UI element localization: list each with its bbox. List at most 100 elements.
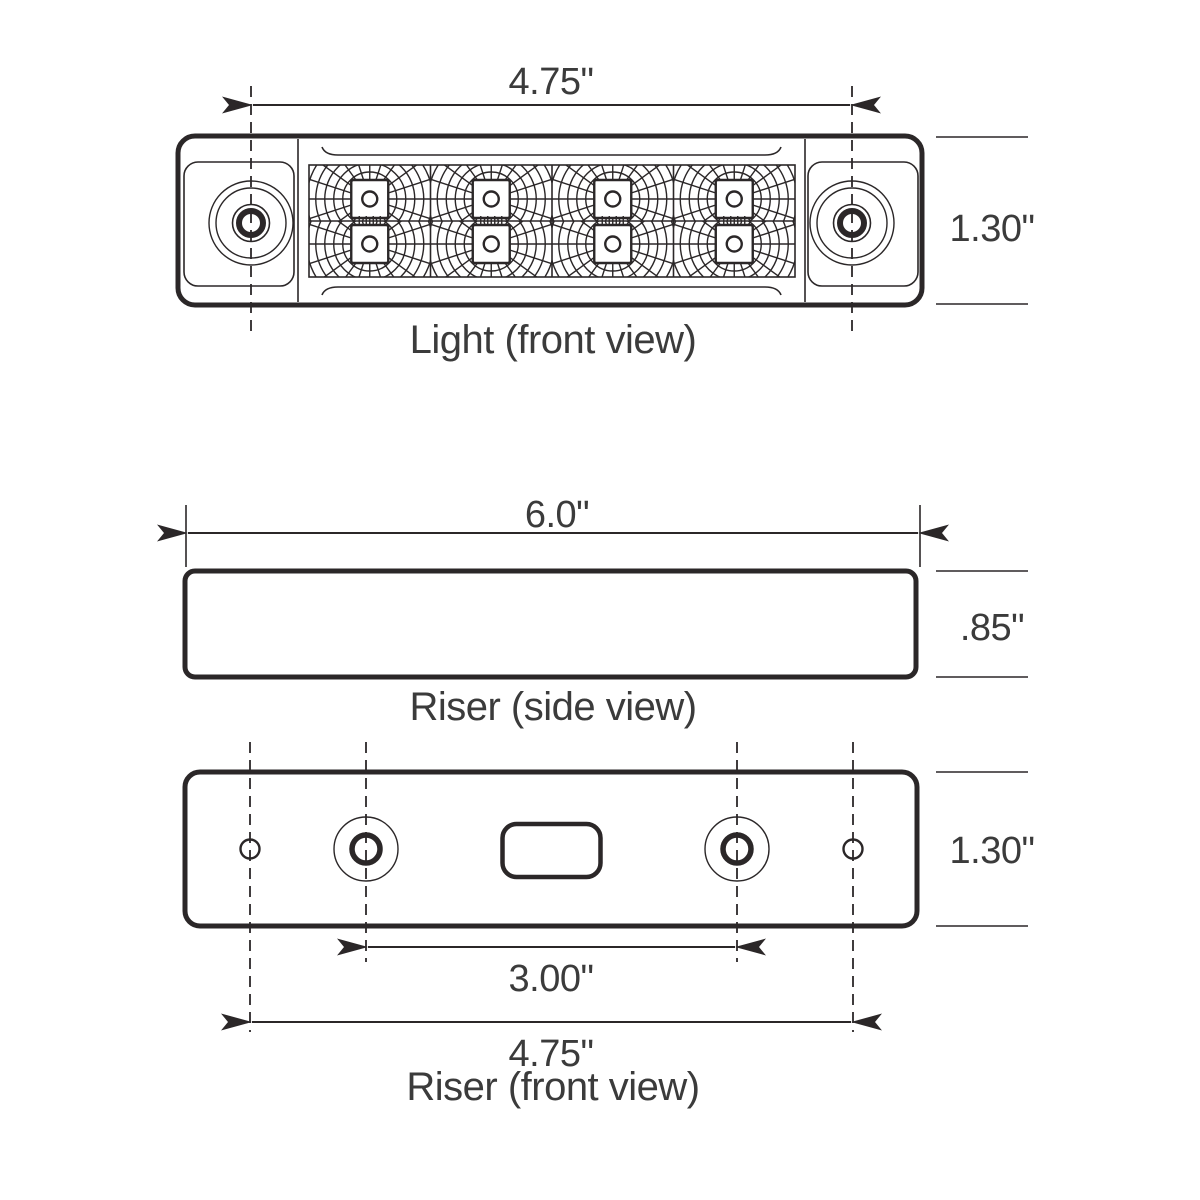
reflector-spoke	[430, 202, 480, 220]
led-chip	[471, 178, 511, 220]
right-screw-boss	[832, 203, 872, 243]
light-left-endcap	[183, 161, 295, 287]
reflector-spoke	[616, 256, 625, 277]
reflector-spoke	[494, 256, 503, 277]
led-emitter	[725, 235, 743, 253]
riser-front-caption: Riser (front view)	[406, 1065, 699, 1109]
left-bezel-outer-ring	[208, 180, 294, 266]
reflector-spoke	[673, 202, 723, 220]
reflector-spoke	[746, 202, 795, 220]
riser-small-hole-left	[239, 838, 261, 860]
reflector-spoke	[722, 256, 731, 277]
right-bezel-inner-ring	[816, 187, 888, 259]
reflector-spoke	[737, 165, 747, 187]
light-front-width-label: 4.75"	[509, 61, 594, 103]
led-cell-array	[309, 165, 795, 277]
riser-side-width-label: 6.0"	[525, 494, 589, 536]
riser-side-caption: Riser (side view)	[409, 685, 696, 729]
reflector-spoke	[552, 247, 601, 265]
reflector-spoke	[746, 223, 795, 241]
light-body-outline	[175, 133, 925, 308]
reflector-spoke	[746, 178, 795, 196]
reflector-spoke	[494, 221, 500, 232]
light-front-height-label: 1.30"	[950, 208, 1035, 250]
reflector-spoke	[503, 247, 552, 265]
reflector-spoke	[373, 256, 382, 277]
light-front-caption: Light (front view)	[410, 318, 697, 362]
reflector-spoke	[381, 247, 431, 265]
reflector-spoke	[552, 178, 601, 196]
reflector-spoke	[624, 178, 674, 196]
left-screw-hole	[236, 208, 266, 238]
right-screw-hole	[837, 208, 867, 238]
reflector-spoke	[624, 247, 674, 265]
led-lens-panel	[308, 164, 796, 278]
reflector-spoke	[479, 165, 488, 187]
led-emitter	[482, 235, 500, 253]
reflector-spoke	[722, 165, 731, 187]
reflector-spoke	[381, 223, 431, 241]
reflector-spoke	[624, 202, 674, 220]
riser-front-view: 1.30" 3.00" 4.75" Riser (front view)	[182, 742, 1035, 1109]
reflector-spoke	[673, 178, 723, 196]
led-emitter	[725, 190, 743, 208]
led-chip	[350, 223, 390, 265]
reflector-spoke	[479, 256, 488, 277]
reflector-spoke	[616, 221, 621, 232]
reflector-spoke	[737, 256, 746, 277]
led-emitter	[482, 190, 500, 208]
led-chip	[593, 223, 633, 265]
right-bezel-outer-ring	[809, 180, 895, 266]
reflector-spoke	[309, 202, 358, 220]
led-cell	[673, 165, 795, 221]
reflector-spoke	[604, 221, 610, 232]
reflector-spoke	[601, 256, 610, 277]
reflector-spoke	[430, 247, 480, 265]
riser-front-body	[182, 769, 920, 929]
reflector-spoke	[746, 247, 795, 265]
riser-front-inner-width-label: 3.00"	[509, 958, 594, 1000]
reflector-spoke	[552, 202, 601, 220]
reflector-spoke	[673, 247, 723, 265]
riser-large-hole-left	[333, 816, 399, 882]
led-chip	[714, 223, 754, 265]
reflector-spoke	[373, 221, 378, 232]
riser-side-body	[182, 568, 919, 680]
left-screw-boss	[231, 203, 271, 243]
left-bezel-inner-ring	[215, 187, 287, 259]
reflector-spoke	[381, 202, 431, 220]
reflector-spoke	[494, 165, 504, 187]
reflector-spoke	[737, 221, 743, 232]
light-right-endcap	[807, 161, 919, 287]
reflector-spoke	[357, 165, 367, 187]
reflector-spoke	[309, 247, 358, 265]
reflector-spoke	[373, 165, 382, 187]
reflector-spoke	[430, 223, 480, 241]
riser-wire-cutout	[500, 821, 603, 880]
riser-front-height-label: 1.30"	[950, 830, 1035, 872]
riser-front-outer-width-label: 4.75"	[509, 1033, 594, 1075]
reflector-spoke	[503, 223, 552, 241]
led-chip	[593, 178, 633, 220]
reflector-spoke	[381, 178, 431, 196]
riser-large-hole-right	[704, 816, 770, 882]
reflector-spoke	[309, 223, 358, 241]
led-emitter	[604, 190, 622, 208]
reflector-spoke	[483, 221, 488, 232]
lens-bottom-trim	[321, 286, 782, 296]
reflector-spoke	[430, 178, 480, 196]
reflector-spoke	[309, 178, 358, 196]
led-chip	[350, 178, 390, 220]
led-chip	[471, 223, 511, 265]
reflector-spoke	[726, 221, 731, 232]
reflector-spoke	[358, 256, 367, 277]
reflector-spoke	[361, 221, 367, 232]
reflector-spoke	[600, 165, 610, 187]
reflector-spoke	[552, 223, 601, 241]
light-front-view: 4.75"	[175, 61, 1035, 362]
led-emitter	[361, 235, 379, 253]
reflector-spoke	[503, 178, 552, 196]
reflector-spoke	[673, 223, 723, 241]
